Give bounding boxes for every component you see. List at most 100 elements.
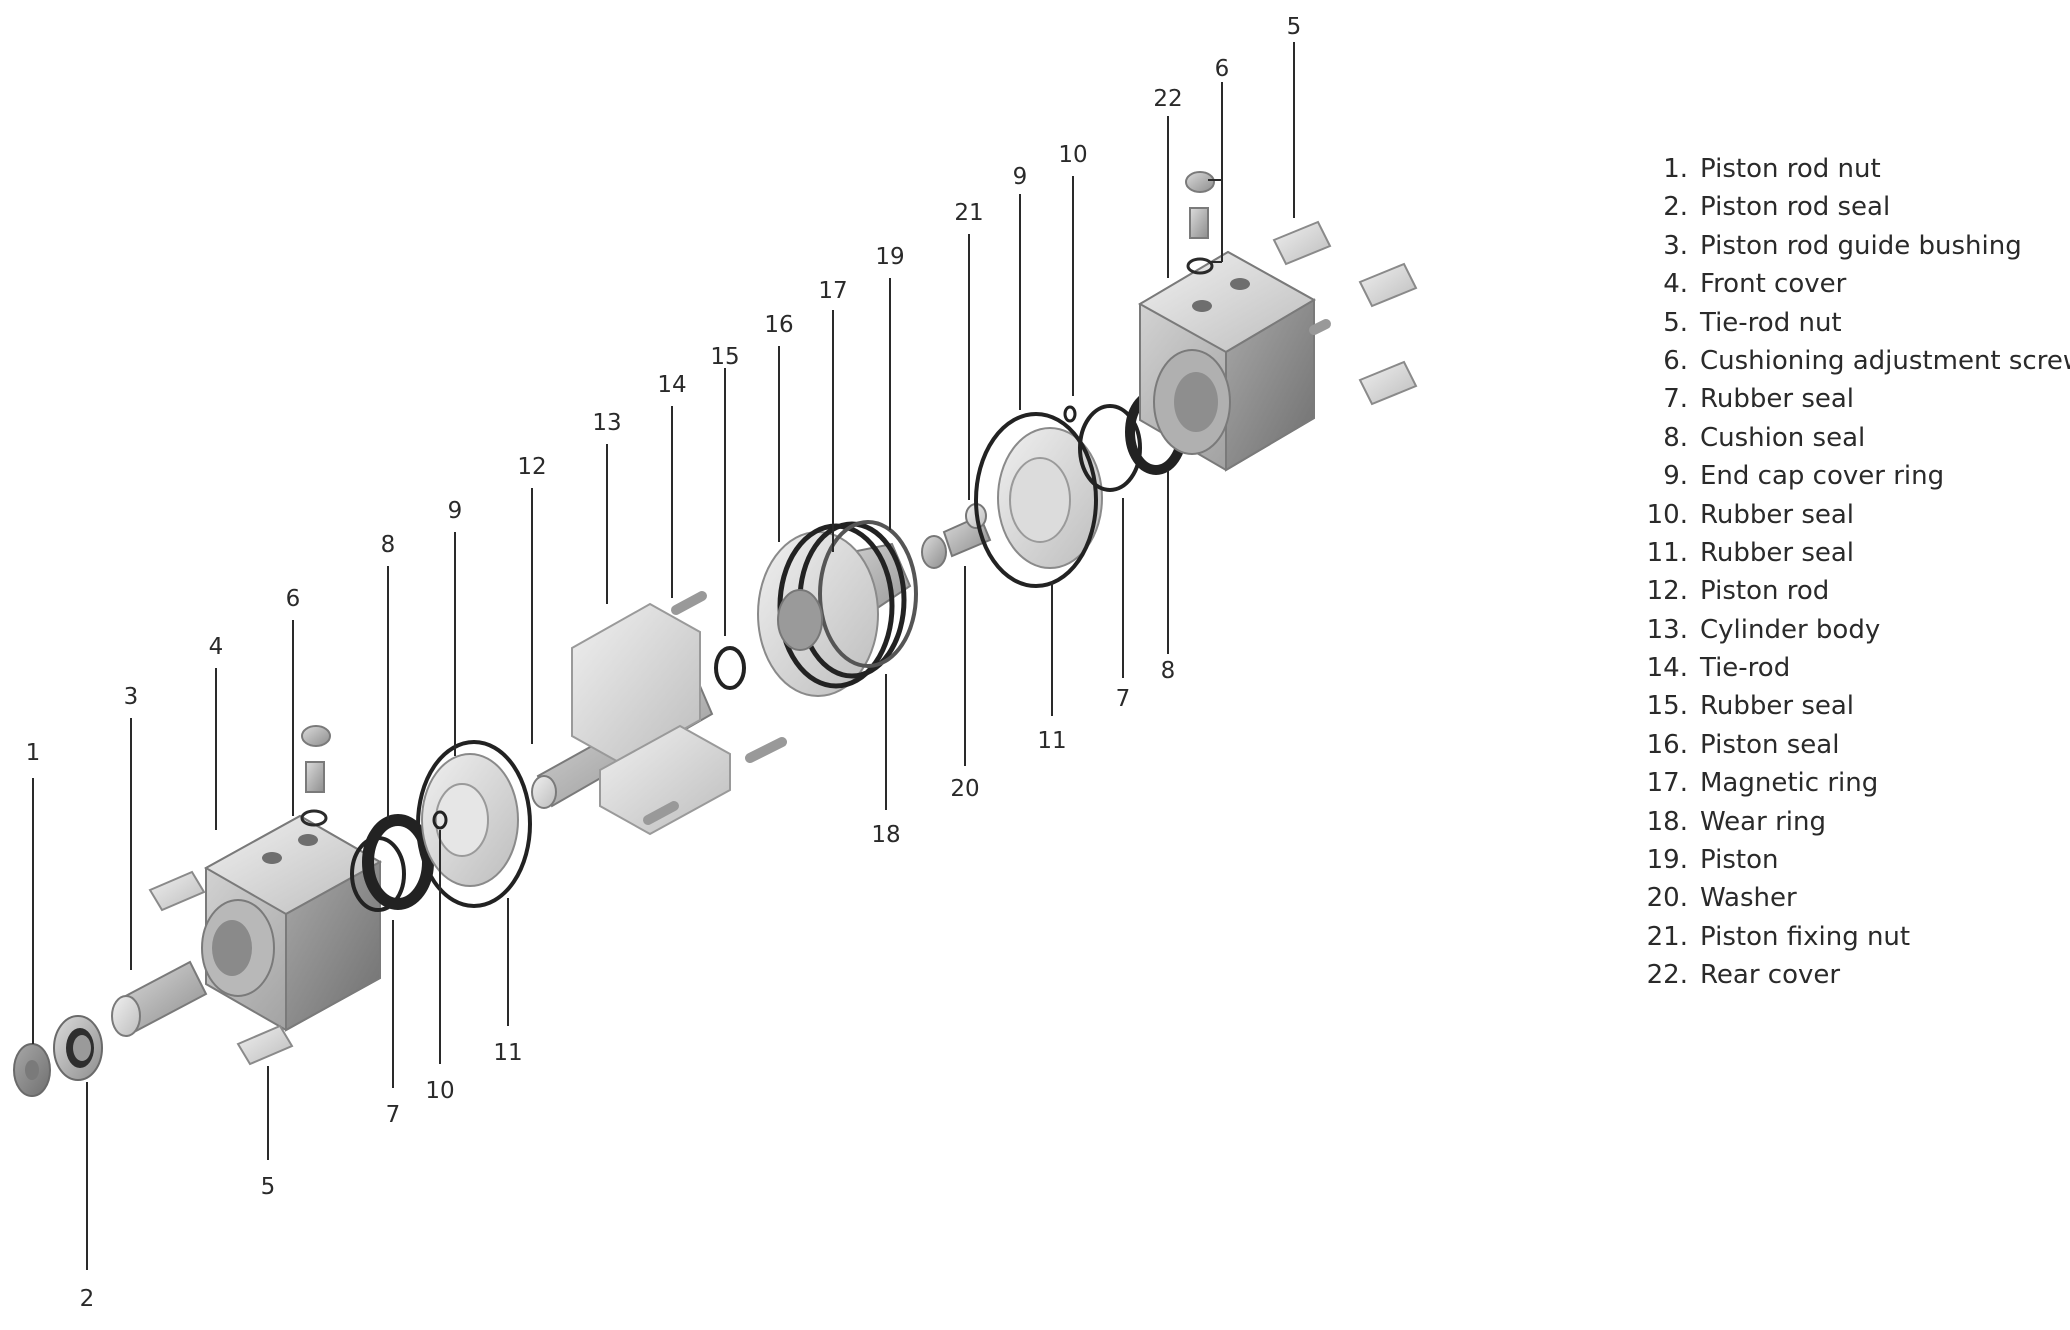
callout-4: 4 (209, 634, 224, 660)
piston-rod-seal (53, 1015, 103, 1081)
legend-number: 14. (1646, 653, 1688, 684)
legend-label: Magnetic ring (1700, 768, 1879, 799)
callout-10-front: 10 (425, 1078, 454, 1104)
legend-item: 2. Piston rod seal (1632, 188, 2062, 226)
piston-rod-guide-bushing (111, 960, 208, 1037)
callout-12: 12 (517, 454, 546, 480)
legend-number: 19. (1646, 845, 1688, 876)
callout-labels: 1 2 3 4 5 6 7 8 9 10 11 12 13 14 15 16 1… (26, 14, 1302, 1312)
tie-rod-nut-rear (1272, 220, 1418, 406)
callout-6-front: 6 (286, 586, 301, 612)
parts-legend: 1.Piston rod nut 2. Piston rod seal 3. Pis… (1632, 150, 2070, 995)
legend-label: Rear cover (1700, 960, 1841, 991)
legend-number: 12. (1646, 576, 1688, 607)
callout-16: 16 (764, 312, 793, 338)
legend-item: 7. Rubber seal (1632, 380, 2062, 418)
legend-number: 5. (1663, 307, 1688, 338)
legend-item: 18. Wear ring (1632, 803, 2062, 841)
legend-label: Cushioning adjustment screw (1700, 345, 2070, 376)
piston-rod-nut (13, 1043, 51, 1097)
legend-label: Cushion seal (1700, 422, 1866, 453)
legend-number: 21. (1646, 921, 1688, 952)
legend-label: Wear ring (1700, 806, 1826, 837)
callout-8-front: 8 (381, 532, 396, 558)
legend-label: Rubber seal (1700, 384, 1855, 415)
cushioning-adjustment-screw-rear (1185, 171, 1215, 275)
front-cover (201, 814, 383, 1032)
legend-item: 15. Rubber seal (1632, 687, 2062, 725)
cushioning-adjustment-screw-front (300, 725, 331, 827)
legend-number: 15. (1646, 691, 1688, 722)
rubber-seal-10-rear (1063, 405, 1077, 423)
legend-item: 5. Tie-rod nut (1632, 304, 2062, 342)
callout-5-rear: 5 (1287, 14, 1302, 40)
rubber-seal-11-rear (974, 412, 1098, 588)
legend-item: 20. Washer (1632, 879, 2062, 917)
end-cap-cover-ring-front (421, 753, 519, 887)
part-artwork (13, 171, 1418, 1097)
legend-label: Piston rod guide bushing (1700, 230, 2022, 261)
rubber-seal-15 (714, 646, 746, 690)
leader-lines (32, 42, 1295, 1270)
callout-19: 19 (875, 244, 904, 270)
legend-label: Front cover (1700, 269, 1847, 300)
legend-label: Tie-rod nut (1700, 307, 1842, 338)
callout-7-front: 7 (386, 1102, 401, 1128)
callout-7-rear: 7 (1116, 686, 1131, 712)
legend-number: 20. (1646, 883, 1688, 914)
legend-number: 2. (1663, 192, 1688, 223)
legend-item: 22.Rear cover (1632, 956, 2062, 994)
legend-number: 10. (1646, 499, 1688, 530)
legend-label: Piston rod nut (1700, 154, 1881, 184)
legend-label: Piston fixing nut (1700, 921, 1911, 952)
legend-item: 8. Cushion seal (1632, 419, 2062, 457)
cushion-seal-front (362, 814, 434, 910)
tie-rod-nut-front (148, 870, 294, 1066)
legend-item: 16. Piston seal (1632, 726, 2062, 764)
legend-label: Rubber seal (1700, 499, 1855, 530)
legend-label: Piston rod seal (1700, 192, 1891, 223)
legend-number: 4. (1663, 269, 1688, 300)
rubber-seal-7-rear (1078, 404, 1142, 492)
legend-label: Piston seal (1700, 729, 1840, 760)
callout-20: 20 (950, 776, 979, 802)
legend-label: Rubber seal (1700, 537, 1855, 568)
legend-label: Piston (1700, 845, 1779, 876)
legend-item: 3. Piston rod guide bushing (1632, 227, 2062, 265)
callout-13: 13 (592, 410, 621, 436)
legend-number: 9. (1663, 461, 1688, 492)
legend-number: 7. (1663, 384, 1688, 415)
legend-number: 16. (1646, 729, 1688, 760)
legend-number: 3. (1663, 230, 1688, 261)
rubber-seal-11-front (416, 740, 532, 908)
callout-9-rear: 9 (1013, 164, 1028, 190)
legend-item: 11. Rubber seal (1632, 534, 2062, 572)
legend-label: Rubber seal (1700, 691, 1855, 722)
legend-item: 10. Rubber seal (1632, 496, 2062, 534)
callout-14: 14 (657, 372, 686, 398)
legend-number: 8. (1663, 422, 1688, 453)
legend-item: 6.Cushioning adjustment screw (1632, 342, 2070, 380)
callout-5-front: 5 (261, 1174, 276, 1200)
legend-number: 18. (1646, 806, 1688, 837)
legend-item: 4. Front cover (1632, 265, 2062, 303)
callout-22: 22 (1153, 86, 1182, 112)
callout-21: 21 (954, 200, 983, 226)
piston-assembly (757, 520, 918, 697)
legend-item: 19. Piston (1632, 841, 2062, 879)
end-cap-cover-ring-rear (997, 427, 1103, 569)
rear-cover (1137, 250, 1331, 472)
legend-label: Washer (1700, 883, 1797, 914)
callout-6-rear: 6 (1215, 56, 1230, 82)
legend-label: Piston rod (1700, 576, 1830, 607)
legend-item: 1.Piston rod nut (1632, 150, 2062, 188)
legend-number: 11. (1646, 537, 1688, 568)
cylinder-body (571, 602, 731, 836)
tie-rods (643, 591, 787, 825)
callout-11-front: 11 (493, 1040, 522, 1066)
callout-2: 2 (80, 1286, 95, 1312)
legend-item: 9.End cap cover ring (1632, 457, 2062, 495)
callout-8-rear: 8 (1161, 658, 1176, 684)
legend-number: 17. (1646, 768, 1688, 799)
